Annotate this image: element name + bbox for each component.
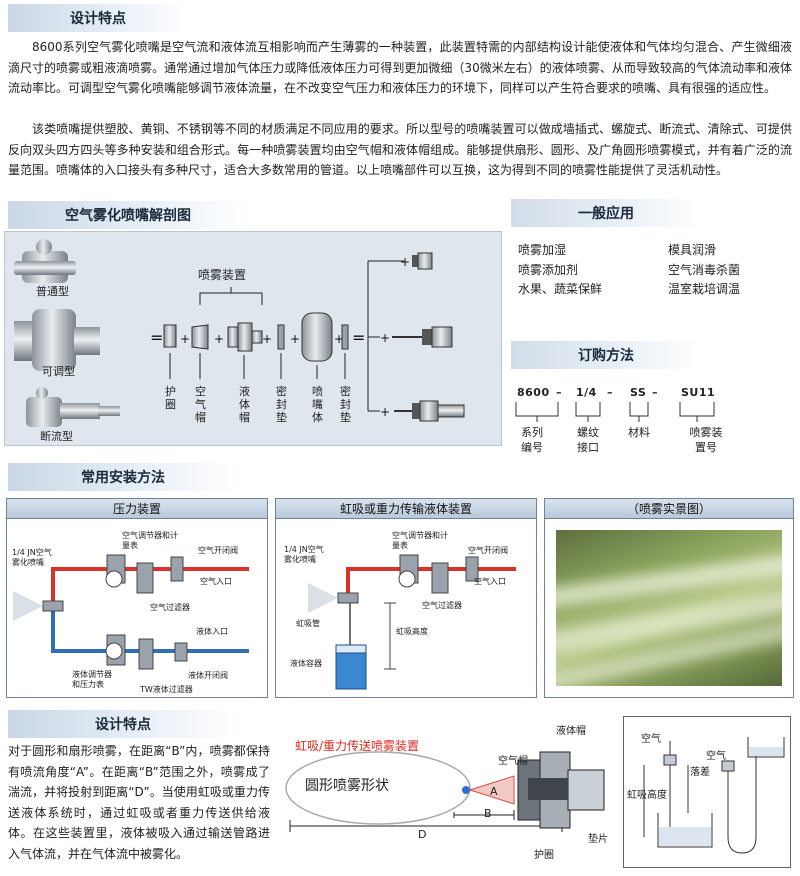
order-label-series: 系列编号 — [521, 426, 543, 454]
order-code-material: SS — [630, 386, 647, 399]
svg-text:+: + — [214, 332, 224, 346]
svg-text:+: + — [334, 332, 344, 346]
section-title-ordering: 订购方法 — [511, 341, 701, 369]
label-normal-type: 普通型 — [36, 285, 69, 298]
label-air-cap: 空气帽 — [195, 385, 206, 424]
order-label-nozzle: 喷雾装置号 — [689, 426, 723, 454]
siphon-drop-label: 落差 — [690, 767, 710, 778]
panel-title: 压力装置 — [7, 499, 267, 519]
order-code-series: 8600 — [517, 386, 550, 399]
panel-title: 虹吸或重力传输液体装置 — [276, 499, 536, 519]
svg-text:=: = — [352, 328, 365, 347]
app-item: 喷雾加湿 — [518, 243, 567, 257]
svg-text:+: + — [180, 332, 190, 346]
siphon-box — [623, 716, 791, 868]
order-code-nozzle: SU11 — [681, 386, 716, 399]
install-panel-pressure: 压力装置 — [6, 498, 268, 698]
label-shutoff-type: 断流型 — [40, 430, 73, 443]
assembled-shutoff-image: + — [380, 400, 465, 422]
design-paragraph-3: 对于圆形和扇形喷雾，在距离“B”内，喷雾都保持有喷流角度“A”。在距离“B”范围… — [8, 744, 270, 861]
spray-pattern-diagram — [285, 751, 605, 832]
order-code-thread: 1/4 — [576, 386, 597, 399]
spray-label-liquid-cap: 液体帽 — [556, 726, 586, 737]
app-item: 喷雾添加剂 — [518, 263, 579, 277]
p2-air-in-label: 空气入口 — [474, 577, 506, 586]
p2-air-reg-label: 空气调节器和计量表 — [392, 531, 448, 550]
svg-text:+: + — [290, 332, 300, 346]
app-item: 温室栽培调温 — [668, 282, 741, 296]
svg-text:+: + — [400, 255, 410, 269]
p1-liquid-in-label: 液体入口 — [196, 627, 228, 636]
label-liquid-cap: 液体帽 — [239, 385, 250, 424]
p1-nozzle-label: 1/4 JN空气雾化喷嘴 — [12, 548, 52, 567]
spray-label-B: B — [484, 807, 492, 820]
order-dash: – — [607, 386, 613, 399]
label-adjustable-type: 可调型 — [42, 365, 75, 378]
p1-air-filter-label: 空气过滤器 — [150, 603, 190, 612]
assembled-adjustable-image: + — [380, 326, 453, 348]
section-title-design: 设计特点 — [8, 4, 188, 32]
spray-label-A: A — [490, 785, 498, 798]
nozzle-adjustable-image — [14, 309, 100, 371]
order-dash: – — [652, 386, 658, 399]
p1-air-in-label: 空气入口 — [200, 577, 232, 586]
p1-tw-filter-label: TW液体过滤器 — [140, 685, 193, 694]
panel-title: （喷雾实景图） — [545, 499, 793, 519]
p2-air-filter-label: 空气过滤器 — [422, 601, 462, 610]
spray-pattern-label: 圆形喷雾形状 — [305, 778, 389, 794]
app-item: 水果、蔬菜保鲜 — [518, 282, 603, 296]
assembled-normal-image: + — [400, 252, 433, 270]
p1-air-valve-label: 空气开闭阀 — [198, 546, 238, 555]
label-gasket-1: 密封垫 — [276, 385, 287, 424]
anatomy-diagram: = + + + + + = + + — [14, 239, 465, 427]
order-dash: – — [556, 386, 562, 399]
p2-container-label: 液体容器 — [290, 659, 322, 668]
p2-siphon-tube-label: 虹吸管 — [296, 619, 320, 628]
siphon-height-label: 虹吸高度 — [627, 790, 667, 801]
nozzle-shutoff-image — [26, 387, 120, 427]
spray-caption: 虹吸/重力传送喷雾装置 — [295, 739, 420, 753]
p1-liquid-valve-label: 液体开闭阀 — [188, 671, 228, 680]
app-item: 空气消毒杀菌 — [668, 263, 741, 277]
pressure-diagram — [13, 554, 249, 670]
spray-label-D: D — [418, 828, 427, 841]
p2-siphon-height-label: 虹吸高度 — [396, 627, 428, 636]
nozzle-cutaway-image — [517, 751, 605, 829]
section-title-install: 常用安装方法 — [8, 463, 238, 491]
p1-air-reg-label: 空气调节器和计量表 — [122, 531, 178, 550]
siphon-air-label-2: 空气 — [706, 751, 726, 762]
order-label-material: 材料 — [628, 426, 650, 439]
order-label-thread: 螺纹接口 — [577, 426, 599, 454]
section-title-design-2: 设计特点 — [8, 710, 238, 738]
label-gasket-2: 密封垫 — [340, 385, 351, 424]
p2-nozzle-label: 1/4 JN空气雾化喷嘴 — [284, 545, 324, 564]
design-paragraph-2: 该类喷嘴提供塑胶、黄铜、不锈钢等不同的材质满足不同应用的要求。所以型号的喷嘴装置… — [8, 122, 792, 177]
label-spray-device: 喷雾装置 — [198, 268, 247, 282]
section-title-applications: 一般应用 — [511, 199, 701, 227]
order-bracket-lines — [515, 402, 715, 422]
siphon-diagram — [308, 554, 516, 690]
spray-photo-image — [556, 530, 782, 686]
label-guard: 护圈 — [165, 385, 176, 411]
section-title-anatomy: 空气雾化喷嘴解剖图 — [8, 201, 248, 229]
svg-text:+: + — [262, 332, 272, 346]
p1-liquid-reg-label: 液体调节器和压力表 — [72, 670, 112, 689]
app-item: 模具润滑 — [668, 243, 717, 257]
spray-label-gasket: 垫片 — [588, 834, 608, 845]
siphon-box-diagram — [643, 737, 785, 854]
label-nozzle-body: 喷嘴体 — [312, 385, 323, 424]
svg-text:+: + — [380, 405, 390, 419]
siphon-air-label-1: 空气 — [641, 734, 661, 745]
spray-label-air-cap: 空气帽 — [498, 756, 528, 767]
svg-text:+: + — [380, 331, 390, 345]
install-panel-siphon: 虹吸或重力传输液体装置 — [275, 498, 537, 698]
svg-text:=: = — [150, 328, 163, 347]
spray-label-guard: 护圈 — [534, 850, 554, 861]
nozzle-normal-image — [14, 239, 76, 283]
design-paragraph-1: 8600系列空气雾化喷嘴是空气流和液体流互相影响而产生薄雾的一种装置，此装置特需… — [8, 40, 792, 95]
p2-air-valve-label: 空气开闭阀 — [468, 546, 508, 555]
